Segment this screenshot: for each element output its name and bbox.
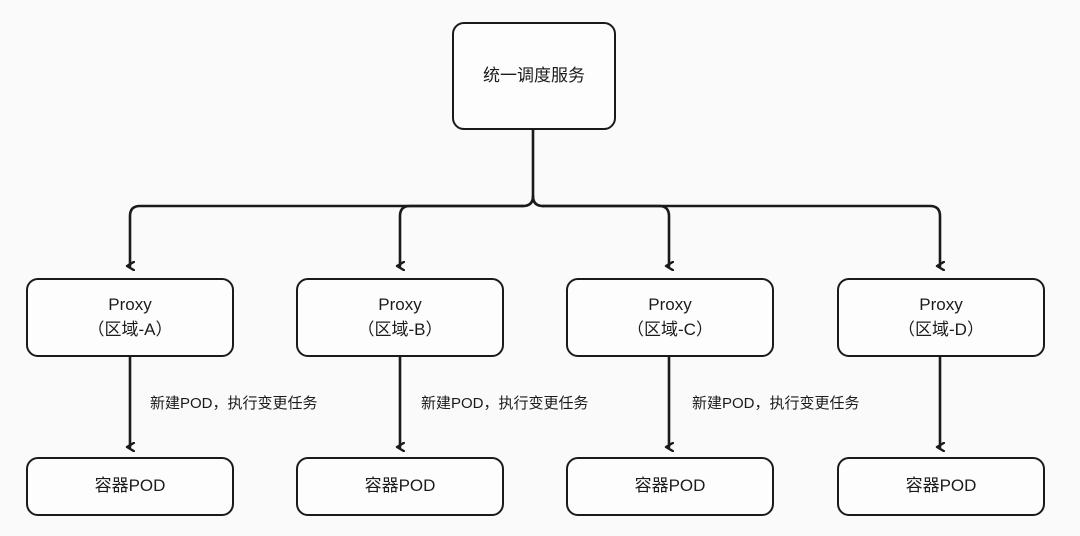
node-pod-c[interactable]: 容器POD bbox=[566, 457, 774, 516]
connector-root-trunk bbox=[521, 128, 535, 208]
node-proxy-d-title: Proxy bbox=[919, 294, 963, 314]
node-scheduler-service[interactable]: 统一调度服务 bbox=[452, 22, 616, 130]
connector-bus-to-proxy-b bbox=[400, 204, 525, 266]
node-pod-d[interactable]: 容器POD bbox=[837, 457, 1045, 516]
node-proxy-b[interactable]: Proxy （区域-B） bbox=[296, 278, 504, 357]
node-proxy-a-region: （区域-A） bbox=[87, 319, 173, 339]
node-proxy-a[interactable]: Proxy （区域-A） bbox=[26, 278, 234, 357]
node-pod-a-label: 容器POD bbox=[94, 476, 166, 496]
node-proxy-c-region: （区域-C） bbox=[627, 319, 713, 339]
node-pod-b[interactable]: 容器POD bbox=[296, 457, 504, 516]
node-pod-a[interactable]: 容器POD bbox=[26, 457, 234, 516]
node-pod-d-label: 容器POD bbox=[905, 476, 977, 496]
node-proxy-c[interactable]: Proxy （区域-C） bbox=[566, 278, 774, 357]
node-proxy-c-title: Proxy bbox=[648, 294, 692, 314]
node-pod-b-label: 容器POD bbox=[364, 476, 436, 496]
connector-bus-to-proxy-d bbox=[541, 204, 940, 266]
node-proxy-b-region: （区域-B） bbox=[357, 319, 443, 339]
edge-label-proxy-c-to-pod-c: 新建POD，执行变更任务 bbox=[692, 395, 860, 412]
connector-bus-to-proxy-a bbox=[130, 204, 525, 266]
edge-label-proxy-a-to-pod-a: 新建POD，执行变更任务 bbox=[150, 395, 318, 412]
node-proxy-b-title: Proxy bbox=[378, 294, 422, 314]
node-proxy-a-title: Proxy bbox=[108, 294, 152, 314]
node-pod-c-label: 容器POD bbox=[634, 476, 706, 496]
node-proxy-d[interactable]: Proxy （区域-D） bbox=[837, 278, 1045, 357]
node-scheduler-service-label: 统一调度服务 bbox=[483, 65, 585, 85]
edge-label-proxy-b-to-pod-b: 新建POD，执行变更任务 bbox=[421, 395, 589, 412]
node-proxy-d-region: （区域-D） bbox=[898, 319, 984, 339]
connector-root-trunk-right bbox=[531, 194, 545, 208]
connector-bus-to-proxy-c bbox=[541, 204, 669, 266]
